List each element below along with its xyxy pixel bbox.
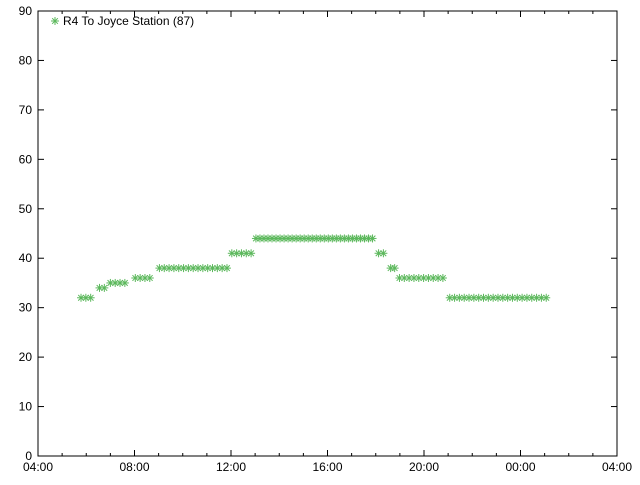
x-tick-label: 20:00 xyxy=(409,460,439,474)
y-tick-label: 30 xyxy=(19,301,33,315)
data-point xyxy=(111,278,120,287)
data-point xyxy=(86,293,95,302)
data-point xyxy=(368,234,377,243)
x-tick-label: 12:00 xyxy=(216,460,246,474)
legend-label: R4 To Joyce Station (87) xyxy=(63,14,194,28)
data-point xyxy=(374,249,383,258)
x-tick-label: 16:00 xyxy=(312,460,342,474)
data-point xyxy=(465,293,474,302)
y-tick-label: 0 xyxy=(25,449,32,463)
data-point xyxy=(455,293,464,302)
data-point xyxy=(218,264,227,273)
data-point xyxy=(498,293,507,302)
data-point xyxy=(145,274,154,282)
data-point xyxy=(445,293,454,302)
data-point xyxy=(379,249,388,258)
y-tick-label: 20 xyxy=(19,350,33,364)
data-point xyxy=(237,249,246,258)
y-tick-label: 70 xyxy=(19,103,33,117)
x-tick-label: 08:00 xyxy=(119,460,149,474)
data-point xyxy=(247,249,256,258)
data-point xyxy=(532,293,541,302)
plot-border xyxy=(37,10,618,457)
data-point xyxy=(542,293,551,302)
y-tick-label: 50 xyxy=(19,202,33,216)
data-point xyxy=(222,264,231,273)
data-point xyxy=(120,278,129,287)
x-tick-label: 04:00 xyxy=(23,460,53,474)
y-tick-label: 40 xyxy=(19,251,33,265)
data-point xyxy=(116,278,125,287)
legend-marker xyxy=(51,17,59,25)
y-tick-label: 60 xyxy=(19,152,33,166)
data-point xyxy=(474,293,483,302)
data-point xyxy=(106,278,115,287)
y-tick-label: 10 xyxy=(19,400,33,414)
series-markers xyxy=(77,234,551,302)
data-point xyxy=(390,264,399,273)
x-axis: 04:00 08:00 12:00 16:00 20:00 00:00 04:00 xyxy=(23,11,632,474)
x-tick-label: 04:00 xyxy=(602,460,632,474)
legend: R4 To Joyce Station (87) xyxy=(51,14,194,28)
data-point xyxy=(131,274,140,282)
x-tick-label: 00:00 xyxy=(505,460,535,474)
y-axis: 0 10 20 30 40 50 60 70 80 90 xyxy=(19,4,617,463)
data-point xyxy=(165,264,174,273)
data-point xyxy=(100,283,109,292)
data-point xyxy=(438,274,447,282)
y-tick-label: 80 xyxy=(19,53,33,67)
data-point xyxy=(95,283,104,292)
data-point xyxy=(450,293,459,302)
plot-frame xyxy=(37,10,618,457)
data-point xyxy=(169,264,178,273)
y-tick-label: 90 xyxy=(19,4,33,18)
data-point xyxy=(508,293,517,302)
